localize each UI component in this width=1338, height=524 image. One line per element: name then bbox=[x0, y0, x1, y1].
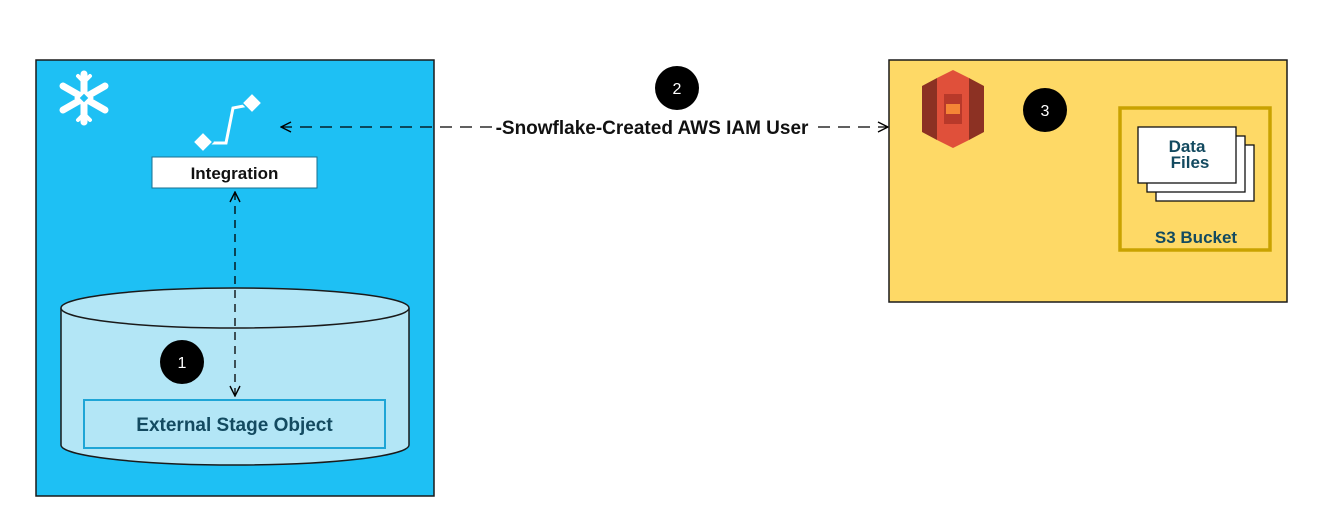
integration-icon bbox=[192, 92, 263, 153]
s3-bucket-box bbox=[1118, 106, 1272, 252]
step-badge-2-number: 2 bbox=[673, 81, 682, 98]
step-badge-1: 1 bbox=[160, 340, 204, 384]
integration-label: Integration bbox=[191, 164, 279, 183]
aws-s3-icon bbox=[922, 70, 984, 148]
external-stage-box bbox=[83, 399, 386, 449]
step-badge-3-number: 3 bbox=[1041, 103, 1050, 120]
s3-bucket-label: S3 Bucket bbox=[1155, 228, 1238, 247]
data-files-label-line1: Data bbox=[1169, 137, 1206, 156]
integration-box bbox=[151, 156, 318, 189]
data-files-stack bbox=[1137, 126, 1255, 202]
step-badge-2: 2 bbox=[655, 66, 699, 110]
data-files-label-line2: Files bbox=[1171, 153, 1210, 172]
step-badge-3: 3 bbox=[1023, 88, 1067, 132]
snowflake-icon bbox=[59, 70, 109, 126]
external-stage-label: External Stage Object bbox=[136, 415, 333, 436]
iam-user-label: -Snowflake-Created AWS IAM User bbox=[496, 118, 809, 139]
step-badge-1-number: 1 bbox=[178, 355, 187, 372]
